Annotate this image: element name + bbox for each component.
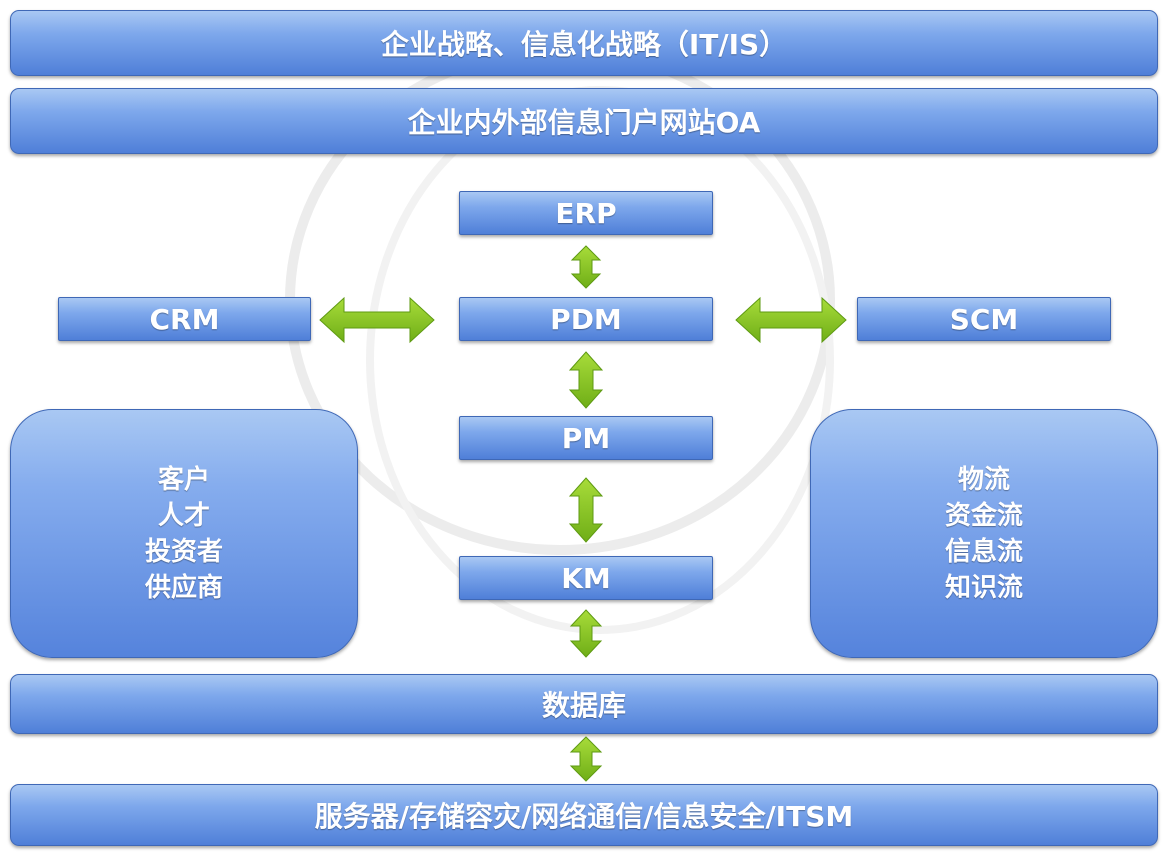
stakeholder-item: 客户 — [157, 464, 210, 495]
erp-pdm-arrow — [570, 245, 602, 289]
database-infrastructure-arrow — [569, 736, 603, 782]
flow-item: 知识流 — [944, 572, 1023, 603]
scm-box: SCM — [857, 297, 1111, 341]
pm-km-arrow — [568, 477, 604, 543]
km-database-arrow — [569, 609, 603, 658]
stakeholder-item: 投资者 — [144, 536, 223, 567]
flow-item: 信息流 — [944, 536, 1023, 567]
pdm-box: PDM — [459, 297, 713, 341]
pm-box: PM — [459, 416, 713, 460]
pdm-pm-arrow — [568, 351, 604, 409]
stakeholders-panel: 客户 人才 投资者 供应商 — [10, 409, 358, 658]
stakeholder-item: 人才 — [157, 500, 210, 531]
erp-box: ERP — [459, 191, 713, 235]
crm-pdm-arrow — [319, 296, 435, 344]
flows-panel: 物流 资金流 信息流 知识流 — [810, 409, 1158, 658]
portal-bar: 企业内外部信息门户网站OA — [10, 88, 1158, 154]
km-box: KM — [459, 556, 713, 600]
infrastructure-bar: 服务器/存储容灾/网络通信/信息安全/ITSM — [10, 784, 1158, 846]
stakeholder-item: 供应商 — [144, 572, 223, 603]
flow-item: 物流 — [957, 464, 1010, 495]
crm-box: CRM — [58, 297, 311, 341]
strategy-bar: 企业战略、信息化战略（IT/IS） — [10, 10, 1158, 76]
database-bar: 数据库 — [10, 674, 1158, 734]
pdm-scm-arrow — [735, 296, 847, 344]
flow-item: 资金流 — [944, 500, 1023, 531]
